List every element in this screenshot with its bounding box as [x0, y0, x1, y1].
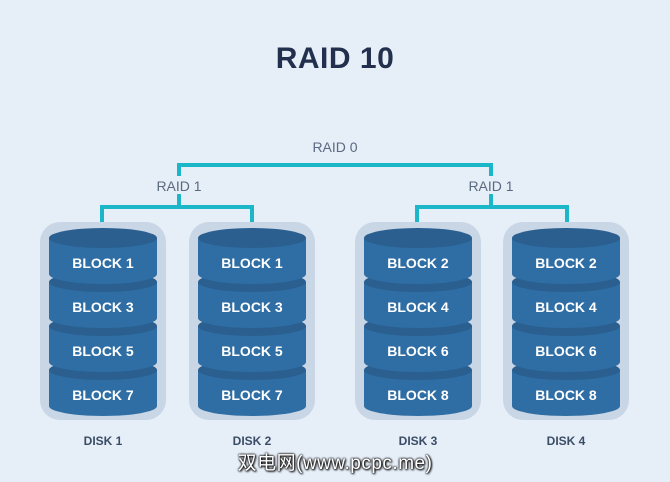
disk-label-1: DISK 1 [83, 434, 123, 448]
block-cap [198, 228, 306, 248]
block-body [49, 370, 157, 416]
block-label: BLOCK 5 [221, 343, 283, 359]
block-body [364, 282, 472, 328]
block-label: BLOCK 8 [535, 387, 597, 403]
block-label: BLOCK 7 [72, 387, 134, 403]
disk-1: BLOCK 7 BLOCK 5 BLOCK 3 BLOCK 1 [40, 222, 166, 420]
block-label: BLOCK 1 [221, 255, 283, 271]
block-body [198, 238, 306, 284]
block-label: BLOCK 6 [387, 343, 449, 359]
block-label: BLOCK 4 [535, 299, 597, 315]
block-label: BLOCK 8 [387, 387, 449, 403]
block-label: BLOCK 3 [221, 299, 283, 315]
block-body [512, 326, 620, 372]
block-label: BLOCK 2 [387, 255, 449, 271]
block-body [49, 238, 157, 284]
raid1-right-label: RAID 1 [468, 178, 514, 194]
block-body [512, 370, 620, 416]
block-label: BLOCK 2 [535, 255, 597, 271]
block-body [364, 238, 472, 284]
block-body [198, 326, 306, 372]
block-body [198, 370, 306, 416]
block-label: BLOCK 4 [387, 299, 449, 315]
block-body [364, 326, 472, 372]
block-label: BLOCK 3 [72, 299, 134, 315]
raid0-connector [177, 163, 493, 176]
disk-label-3: DISK 3 [398, 434, 438, 448]
diagram-title: RAID 10 [275, 42, 395, 75]
disk-label-4: DISK 4 [546, 434, 586, 448]
block-label: BLOCK 7 [221, 387, 283, 403]
block-body [198, 282, 306, 328]
disk-label-2: DISK 2 [232, 434, 272, 448]
disk-2: BLOCK 7 BLOCK 5 BLOCK 3 BLOCK 1 [189, 222, 315, 420]
disk-4: BLOCK 8 BLOCK 6 BLOCK 4 BLOCK 2 [503, 222, 629, 420]
block-segment: BLOCK 2 [512, 228, 620, 284]
block-cap [512, 228, 620, 248]
block-cap [49, 228, 157, 248]
block-label: BLOCK 1 [72, 255, 134, 271]
connector-lines [100, 163, 569, 232]
block-body [512, 238, 620, 284]
block-segment: BLOCK 2 [364, 228, 472, 284]
block-body [49, 282, 157, 328]
block-body [49, 326, 157, 372]
raid0-label: RAID 0 [312, 139, 358, 155]
raid1-left-label: RAID 1 [156, 178, 202, 194]
block-label: BLOCK 6 [535, 343, 597, 359]
block-segment: BLOCK 1 [49, 228, 157, 284]
disk-3: BLOCK 8 BLOCK 6 BLOCK 4 BLOCK 2 [355, 222, 481, 420]
block-body [364, 370, 472, 416]
block-body [512, 282, 620, 328]
block-segment: BLOCK 1 [198, 228, 306, 284]
block-cap [364, 228, 472, 248]
watermark: 双电网(www.pcpc.me) [237, 453, 433, 474]
block-label: BLOCK 5 [72, 343, 134, 359]
